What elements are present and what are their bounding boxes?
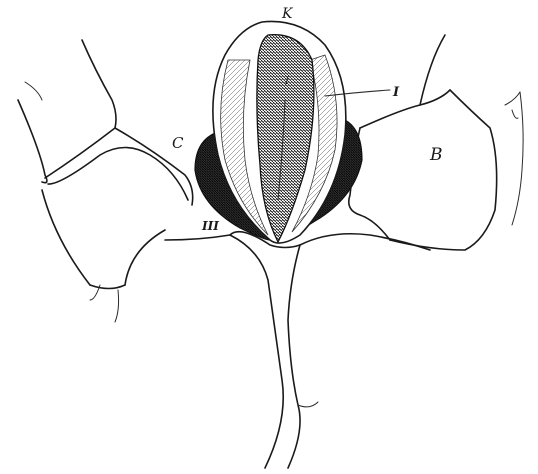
label-iii: III	[201, 219, 219, 233]
label-i-roman: I	[392, 85, 400, 100]
label-c: C	[172, 134, 184, 152]
label-k: K	[281, 6, 294, 22]
label-b: B	[429, 145, 443, 165]
left-cell-walls	[18, 40, 193, 322]
central-stalk	[165, 232, 430, 468]
right-cell-walls	[349, 35, 523, 250]
